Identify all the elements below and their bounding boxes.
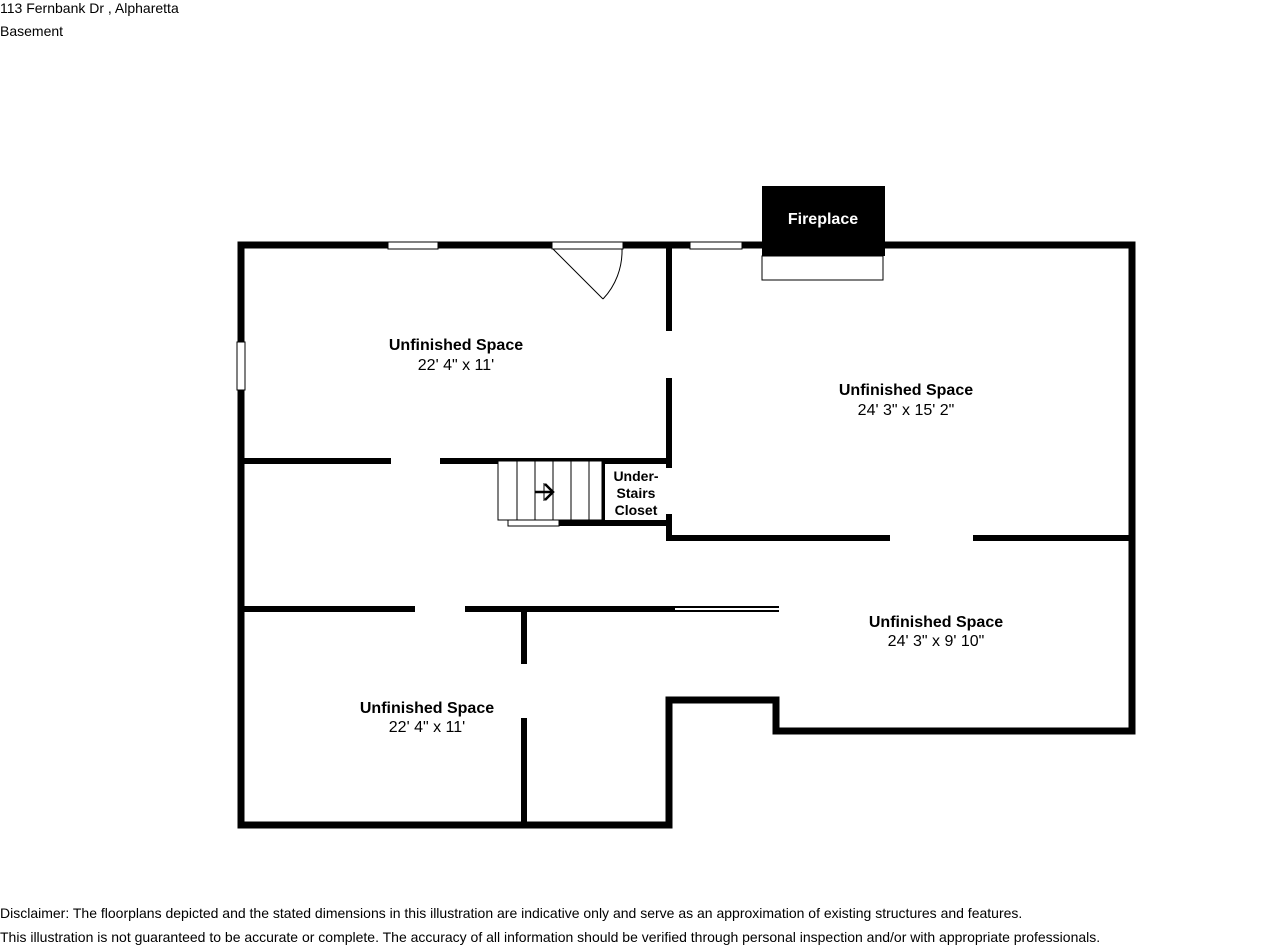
disclaimer-line-1: Disclaimer: The floorplans depicted and … [0, 905, 1023, 921]
fireplace: Fireplace [761, 186, 885, 281]
disclaimer-line-2: This illustration is not guaranteed to b… [0, 929, 1101, 945]
glass-partition [675, 606, 779, 612]
interior-walls [244, 248, 1132, 825]
room-label-upper-right: Unfinished Space 24' 3" x 15' 2" [839, 382, 973, 419]
stairs-arrow-icon [535, 483, 555, 501]
closet-label: Under- Stairs Closet [613, 468, 658, 518]
closet-label-line: Closet [615, 502, 658, 518]
room-label-lower-left: Unfinished Space 22' 4" x 11' [360, 700, 494, 736]
windows [236, 241, 743, 391]
room-name: Unfinished Space [389, 337, 523, 354]
room-name: Unfinished Space [869, 614, 1003, 631]
closet-label-line: Under- [613, 468, 658, 484]
room-dimensions: 22' 4" x 11' [418, 357, 494, 374]
window [387, 241, 439, 250]
floor-label: Basement [0, 23, 64, 39]
closet-label-line: Stairs [617, 485, 656, 501]
room-dimensions: 22' 4" x 11' [389, 719, 465, 736]
window [236, 341, 246, 391]
address-title: 113 Fernbank Dr , Alpharetta [0, 0, 179, 16]
room-label-middle-right: Unfinished Space 24' 3" x 9' 10" [869, 614, 1003, 650]
window [689, 241, 743, 250]
room-name: Unfinished Space [360, 700, 494, 717]
room-dimensions: 24' 3" x 9' 10" [888, 633, 985, 650]
room-label-upper-left: Unfinished Space 22' 4" x 11' [389, 337, 523, 374]
room-dimensions: 24' 3" x 15' 2" [858, 402, 955, 419]
room-name: Unfinished Space [839, 382, 973, 399]
exterior-walls [237, 241, 1136, 829]
fireplace-label: Fireplace [788, 211, 858, 228]
door [551, 241, 624, 300]
